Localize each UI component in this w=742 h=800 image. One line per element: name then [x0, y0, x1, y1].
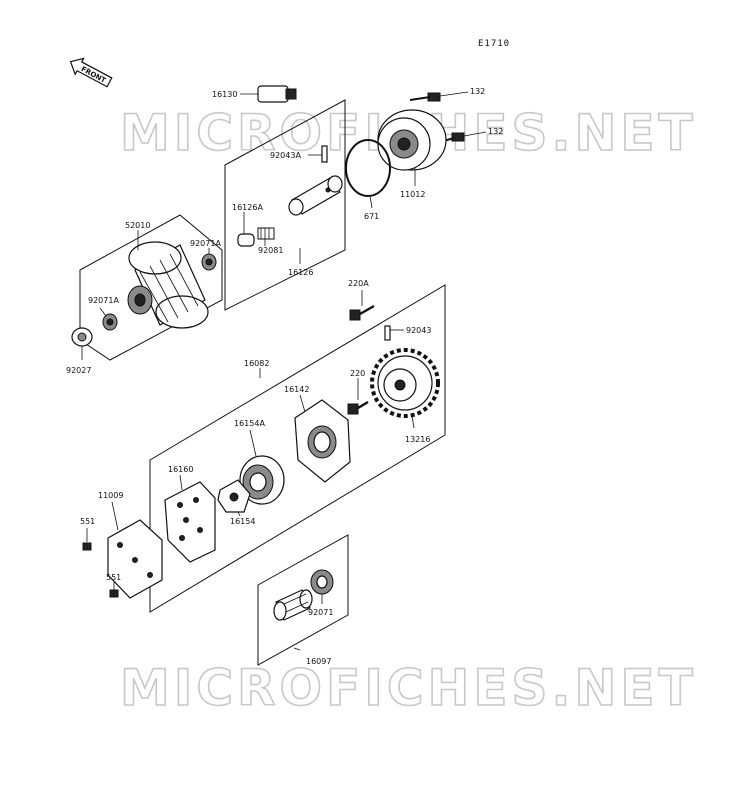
part-92071-grommet[interactable]: [310, 569, 334, 604]
label-92027: 92027: [66, 366, 91, 375]
label-11012: 11012: [400, 190, 425, 199]
part-92043-pin[interactable]: [384, 325, 404, 341]
label-92043: 92043: [406, 326, 431, 335]
part-551-screw-upper[interactable]: [82, 528, 92, 551]
part-92027-washer[interactable]: [71, 327, 93, 360]
label-16082: 16082: [244, 359, 269, 368]
label-16126A: 16126A: [232, 203, 263, 212]
label-132-upper: 132: [470, 87, 485, 96]
part-16154A-outer-rotor[interactable]: [239, 429, 285, 505]
label-16154A: 16154A: [234, 419, 265, 428]
part-220-bolt[interactable]: [347, 378, 369, 415]
watermark-bottom: MICROFICHES.NET: [120, 659, 697, 717]
part-92043A-pin[interactable]: [308, 145, 328, 163]
label-220A: 220A: [348, 279, 369, 288]
label-92043A: 92043A: [270, 151, 301, 160]
part-11012-cover[interactable]: [377, 109, 447, 186]
part-132-bolt-upper[interactable]: [409, 91, 469, 102]
label-16126: 16126: [288, 268, 313, 277]
label-671: 671: [364, 212, 379, 221]
front-arrow-icon: FRONT: [69, 57, 113, 88]
part-551-screw-lower[interactable]: [109, 582, 119, 598]
label-220: 220: [350, 369, 365, 378]
group-box-shaft: [257, 534, 349, 666]
label-11009: 11009: [98, 491, 123, 500]
part-92081-spring[interactable]: [257, 227, 275, 246]
part-220A-bolt[interactable]: [349, 290, 375, 321]
label-92071A-lower: 92071A: [88, 296, 119, 305]
part-16160-pump-body[interactable]: [164, 474, 216, 563]
label-16154: 16154: [230, 517, 255, 526]
label-551-lower: 551: [106, 573, 121, 582]
label-132-lower: 132: [488, 127, 503, 136]
part-92071A-grommet-lower[interactable]: [99, 307, 118, 331]
part-92071A-grommet-upper[interactable]: [201, 248, 217, 271]
group-box-relief-valve: [224, 99, 346, 311]
label-16097: 16097: [306, 657, 331, 666]
part-11009-gasket[interactable]: [107, 501, 163, 599]
part-52010-oil-filter[interactable]: [127, 230, 209, 329]
label-16130: 16130: [212, 90, 237, 99]
part-16154-inner-rotor[interactable]: [217, 479, 251, 517]
label-13216: 13216: [405, 435, 430, 444]
part-13216-gear[interactable]: [370, 348, 440, 429]
label-16160: 16160: [168, 465, 193, 474]
part-16097-shaft[interactable]: [273, 589, 313, 651]
label-52010: 52010: [125, 221, 150, 230]
part-16126-relief-valve[interactable]: [288, 175, 343, 216]
part-16126A-piston[interactable]: [237, 212, 255, 247]
part-16142-plate[interactable]: [294, 394, 351, 483]
diagram-code: E1710: [478, 39, 510, 49]
label-551-upper: 551: [80, 517, 95, 526]
part-671-o-ring[interactable]: [345, 139, 391, 209]
label-92071A-upper: 92071A: [190, 239, 221, 248]
label-92081: 92081: [258, 246, 283, 255]
label-92071: 92071: [308, 608, 333, 617]
part-16130-connector[interactable]: [240, 85, 297, 103]
label-16142: 16142: [284, 385, 309, 394]
